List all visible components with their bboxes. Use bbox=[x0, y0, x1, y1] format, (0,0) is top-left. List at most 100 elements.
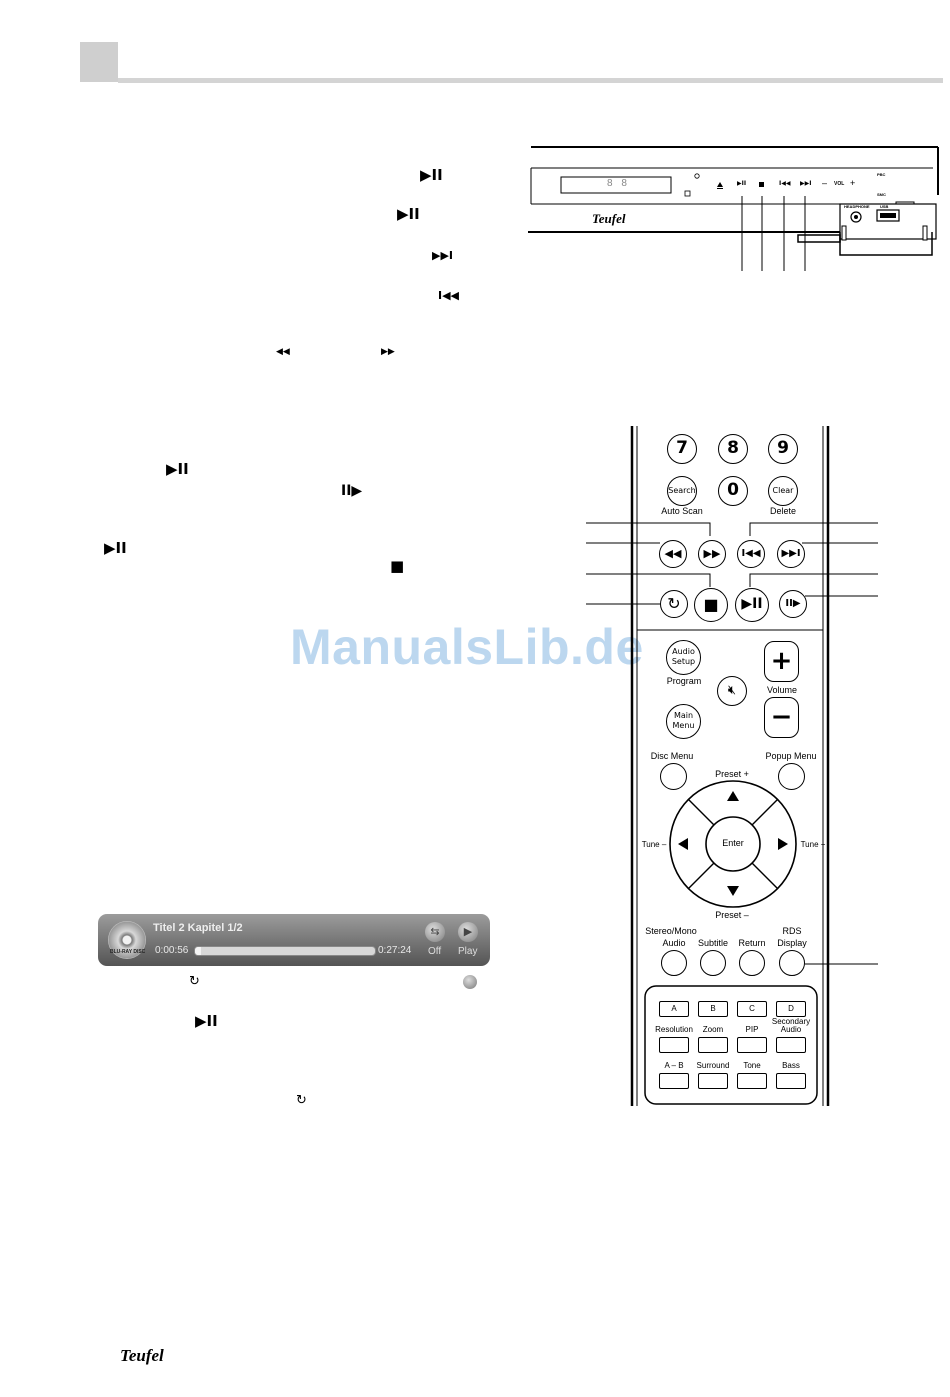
remote-disc-menu-button[interactable] bbox=[660, 763, 687, 790]
remote-display-button[interactable] bbox=[779, 950, 805, 976]
remote-volume-down-button[interactable]: − bbox=[764, 697, 799, 738]
remote-b-button[interactable]: B bbox=[698, 1001, 728, 1017]
osd-play-icon: ▶ bbox=[458, 922, 478, 942]
remote-down-button[interactable] bbox=[706, 876, 760, 902]
remote-main-menu-button[interactable]: Main Menu bbox=[666, 704, 701, 739]
remote-digit-9-button[interactable]: 9 bbox=[768, 434, 798, 464]
panel-headphone-label: HEADPHONE bbox=[844, 204, 870, 209]
remote-digit-8-button[interactable]: 8 bbox=[718, 434, 748, 464]
footer-logo: Teufel bbox=[120, 1346, 164, 1365]
remote-slow-button[interactable]: II▶ bbox=[779, 590, 807, 618]
panel-vol-plus: + bbox=[850, 178, 856, 188]
fast-forward-icon: ▶▶ bbox=[381, 347, 395, 357]
remote-popup-menu-label: Popup Menu bbox=[765, 751, 817, 761]
remote-pip-label: PIP bbox=[745, 1025, 759, 1034]
remote-a-b-label: A – B bbox=[664, 1061, 684, 1070]
header-rule bbox=[118, 78, 943, 83]
remote-a-b-button[interactable] bbox=[659, 1073, 689, 1089]
page-tab bbox=[80, 42, 118, 82]
watermark: ManualsLib.de bbox=[290, 619, 644, 675]
remote-up-button[interactable] bbox=[706, 780, 760, 806]
remote-secondary-audio-label: Secondary Audio bbox=[771, 1017, 811, 1034]
play-pause-icon: ▶II bbox=[397, 205, 420, 223]
disc-icon bbox=[108, 921, 146, 959]
osd-play-label: Play bbox=[458, 946, 478, 957]
remote-previous-button[interactable]: I◀◀ bbox=[737, 540, 765, 568]
repeat-icon: ↻ bbox=[189, 974, 200, 989]
osd-repeat-icon: ⇆ bbox=[425, 922, 445, 942]
remote-bass-button[interactable] bbox=[776, 1073, 806, 1089]
remote-rewind-button[interactable]: ◀◀ bbox=[659, 540, 687, 568]
remote-bass-label: Bass bbox=[782, 1061, 800, 1070]
osd-elapsed-time: 0:00:56 bbox=[155, 945, 189, 956]
slow-icon: II▶ bbox=[341, 483, 363, 499]
remote-enter-button[interactable]: Enter bbox=[722, 838, 744, 848]
osd-repeat-label: Off bbox=[428, 946, 442, 957]
osd-bar: BLU-RAY DISC Titel 2 Kapitel 1/2 0:00:56… bbox=[98, 914, 490, 966]
remote-digit-0-button[interactable]: 0 bbox=[718, 476, 748, 506]
panel-play-pause-icon: ▶II bbox=[737, 180, 747, 187]
remote-right-button[interactable] bbox=[768, 818, 794, 870]
panel-vol-minus: – bbox=[822, 178, 828, 188]
remote-volume-label: Volume bbox=[766, 685, 798, 695]
remote-secondary-audio-button[interactable] bbox=[776, 1037, 806, 1053]
remote-auto-scan-label: Auto Scan bbox=[661, 506, 703, 516]
mute-icon[interactable]: 🔇︎ bbox=[717, 676, 747, 706]
remote-stereo-mono-label: Stereo/Mono bbox=[645, 926, 697, 936]
remote-clear-button[interactable]: Clear bbox=[768, 476, 798, 506]
remote-delete-label: Delete bbox=[769, 506, 796, 516]
repeat-icon: ↻ bbox=[296, 1093, 307, 1108]
stop-icon: ■ bbox=[390, 557, 405, 575]
remote-tone-button[interactable] bbox=[737, 1073, 767, 1089]
remote-search-button[interactable]: Search bbox=[667, 476, 697, 506]
previous-icon: I◀◀ bbox=[438, 289, 460, 302]
remote-tone-label: Tone bbox=[743, 1061, 761, 1070]
player-front-panel bbox=[528, 146, 939, 271]
remote-popup-menu-button[interactable] bbox=[778, 763, 805, 790]
remote-preset-minus-label: Preset – bbox=[715, 910, 749, 920]
remote-audio-button[interactable] bbox=[661, 950, 687, 976]
remote-pip-button[interactable] bbox=[737, 1037, 767, 1053]
osd-total-time: 0:27:24 bbox=[378, 945, 412, 956]
play-pause-icon: ▶II bbox=[166, 460, 189, 478]
remote-play-pause-button[interactable]: ▶II bbox=[735, 588, 769, 622]
remote-resolution-button[interactable] bbox=[659, 1037, 689, 1053]
remote-d-button[interactable]: D bbox=[776, 1001, 806, 1017]
remote-digit-7-button[interactable]: 7 bbox=[667, 434, 697, 464]
remote-tune-plus-label: Tune + bbox=[800, 840, 826, 849]
remote-return-label: Return bbox=[738, 938, 766, 948]
remote-repeat-button[interactable]: ↻ bbox=[660, 590, 688, 618]
osd-disc-label: BLU-RAY DISC bbox=[110, 949, 146, 955]
remote-fast-forward-button[interactable]: ▶▶ bbox=[698, 540, 726, 568]
remote-stop-button[interactable]: ■ bbox=[694, 588, 728, 622]
remote-zoom-label: Zoom bbox=[702, 1025, 724, 1034]
remote-preset-plus-label: Preset + bbox=[715, 769, 749, 779]
next-icon: ▶▶I bbox=[432, 249, 454, 262]
remote-a-button[interactable]: A bbox=[659, 1001, 689, 1017]
play-pause-icon: ▶II bbox=[195, 1012, 218, 1030]
osd-title: Titel 2 Kapitel 1/2 bbox=[153, 922, 243, 934]
remote-zoom-button[interactable] bbox=[698, 1037, 728, 1053]
remote-rds-label: RDS bbox=[782, 926, 802, 936]
remote-disc-menu-label: Disc Menu bbox=[650, 751, 694, 761]
remote-audio-setup-button[interactable]: Audio Setup bbox=[666, 640, 701, 675]
remote-program-label: Program bbox=[666, 676, 702, 686]
remote-c-button[interactable]: C bbox=[737, 1001, 767, 1017]
panel-previous-icon: I◀◀ bbox=[779, 180, 791, 187]
remote-surround-button[interactable] bbox=[698, 1073, 728, 1089]
remote-left-button[interactable] bbox=[672, 818, 698, 870]
remote-audio-label: Audio bbox=[662, 938, 686, 948]
remote-subtitle-label: Subtitle bbox=[697, 938, 729, 948]
remote-next-button[interactable]: ▶▶I bbox=[777, 540, 805, 568]
remote-subtitle-button[interactable] bbox=[700, 950, 726, 976]
remote-volume-up-button[interactable]: + bbox=[764, 641, 799, 682]
remote-return-button[interactable] bbox=[739, 950, 765, 976]
panel-brand-logo: Teufel bbox=[592, 211, 626, 226]
osd-progress-bar bbox=[194, 946, 376, 956]
remote-tune-minus-label: Tune – bbox=[641, 840, 667, 849]
remote-resolution-label: Resolution bbox=[655, 1025, 693, 1034]
panel-next-icon: ▶▶I bbox=[800, 180, 812, 187]
panel-vol-label: VOL bbox=[834, 181, 845, 187]
play-pause-icon: ▶II bbox=[104, 539, 127, 557]
remote-surround-label: Surround bbox=[696, 1061, 730, 1070]
